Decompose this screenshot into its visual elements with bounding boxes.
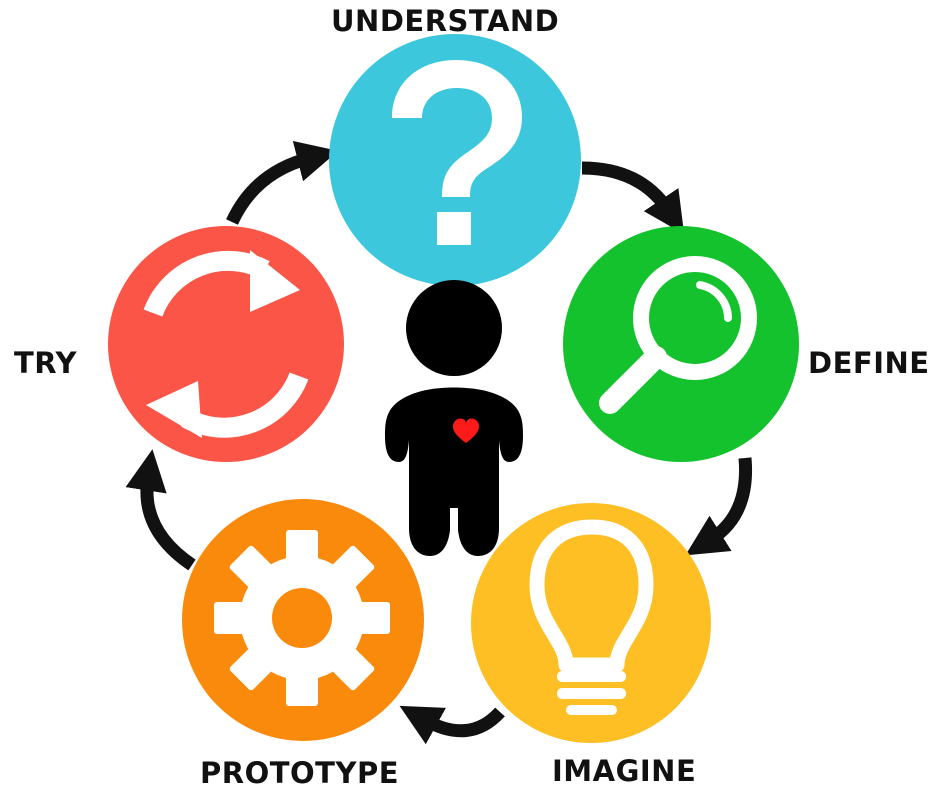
arrow-try-to-understand (226, 140, 339, 225)
imagine-circle (471, 503, 711, 743)
arrow-prototype-to-try (125, 449, 196, 571)
gear-icon (214, 530, 390, 706)
person-icon (385, 280, 523, 556)
define-node (563, 226, 799, 462)
magnifying-glass-icon (599, 256, 757, 414)
light-bulb-icon (529, 519, 654, 715)
heart-icon (452, 418, 480, 443)
understand-node (329, 34, 581, 286)
prototype-node (182, 499, 424, 741)
arrow-understand-to-define (581, 161, 685, 235)
question-mark-icon (392, 60, 522, 245)
label-define: DEFINE (808, 346, 930, 380)
label-imagine: IMAGINE (552, 754, 697, 788)
label-prototype: PROTOTYPE (200, 756, 400, 790)
label-try: TRY (14, 346, 78, 380)
arrow-define-to-imagine (685, 457, 753, 556)
label-understand: UNDERSTAND (331, 4, 560, 38)
imagine-node (471, 503, 711, 743)
arrow-imagine-to-prototype (399, 705, 505, 745)
try-node (108, 226, 344, 462)
refresh-cycle-icon (143, 250, 309, 438)
